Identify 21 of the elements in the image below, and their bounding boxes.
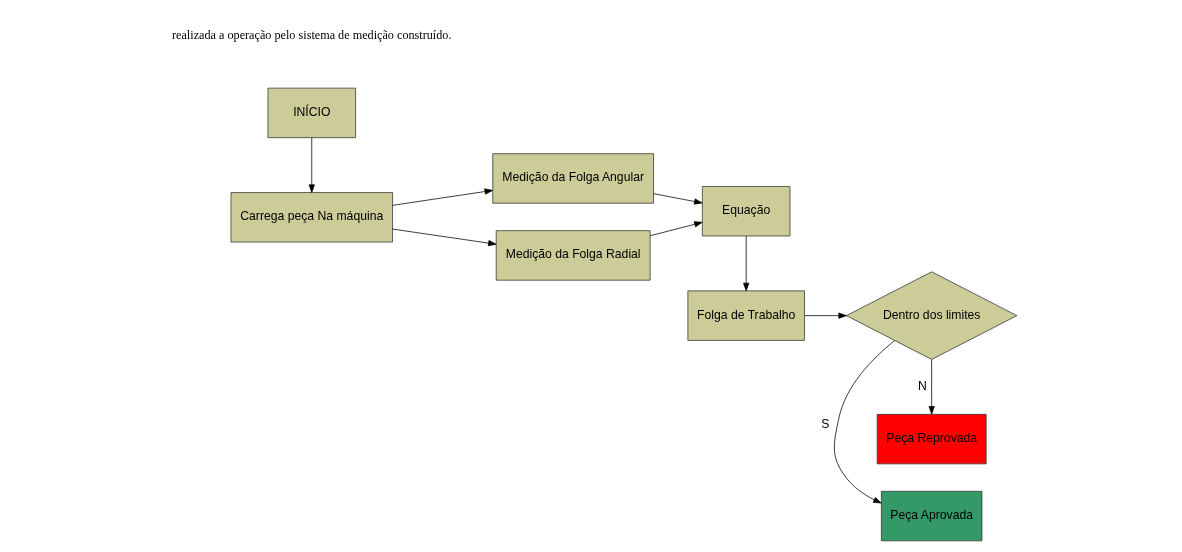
arrow xyxy=(928,359,935,415)
arrow xyxy=(834,340,896,504)
label: realizada a operação pelo sistema de medição construído. xyxy=(172,27,452,42)
arrow xyxy=(650,221,703,237)
node-box: Peça Reprovada xyxy=(876,413,987,465)
node-diamond: Dentro dos limites xyxy=(846,271,1018,360)
edge-label: S xyxy=(821,417,830,432)
arrow xyxy=(804,312,847,319)
node-box: Peça Aprovada xyxy=(881,490,983,542)
arrow xyxy=(743,235,750,292)
arrow xyxy=(392,188,493,206)
node-box: Medição da Folga Angular xyxy=(492,153,654,204)
node-box: Equação xyxy=(701,186,791,237)
node-box: Carrega peça Na máquina xyxy=(230,192,393,243)
edge-label: N xyxy=(918,378,927,393)
node-box: INÍCIO xyxy=(267,87,356,139)
arrow xyxy=(653,193,703,205)
arrow xyxy=(308,137,315,193)
node-box: Folga de Trabalho xyxy=(687,290,805,341)
node-box: Medição da Folga Radial xyxy=(495,230,651,281)
arrow xyxy=(392,228,497,247)
